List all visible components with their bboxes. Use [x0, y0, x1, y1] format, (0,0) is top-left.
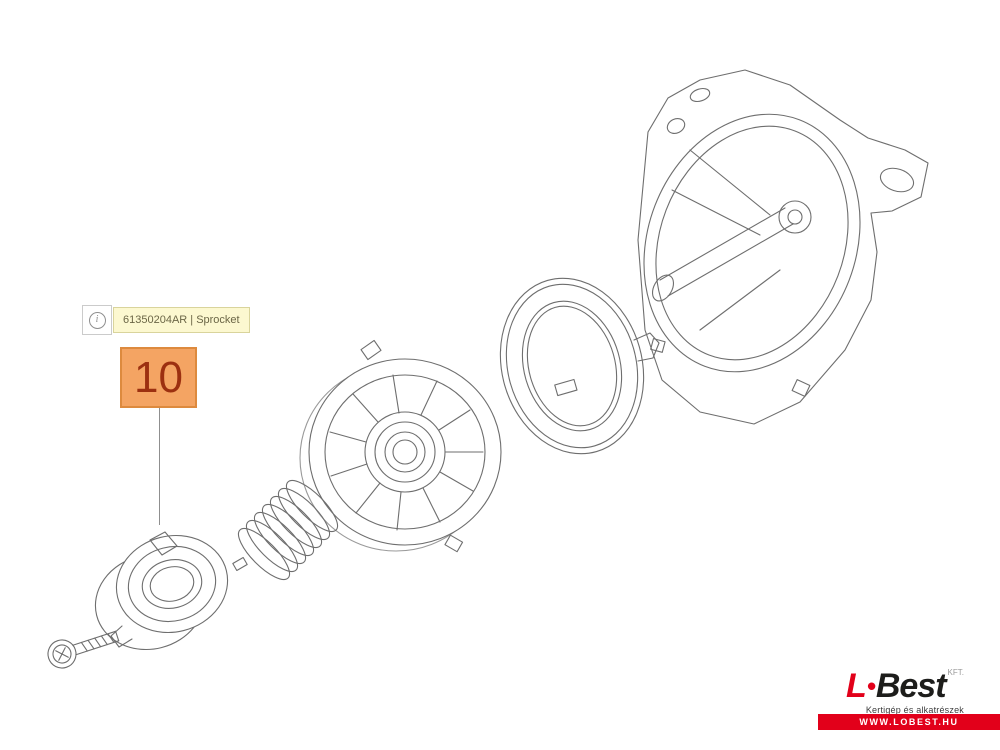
gearbox-housing-drawing[interactable] — [608, 69, 929, 425]
logo-suffix: KFT. — [947, 668, 964, 677]
rope-rotor-drawing[interactable] — [299, 339, 502, 553]
brand-tagline: Kertigép és alkatrészek — [865, 705, 964, 715]
part-tooltip-label: 61350204AR | Sprocket — [113, 307, 250, 333]
part-tooltip: i 61350204AR | Sprocket — [82, 305, 250, 335]
part-number-callout[interactable]: 10 — [120, 347, 197, 408]
logo-letter-l: L — [845, 667, 867, 705]
website-bar[interactable]: WWW.LOBEST.HU — [818, 714, 1000, 730]
logo-word-best: Best — [875, 667, 947, 705]
info-icon: i — [82, 305, 112, 335]
logo-dot-icon: • — [866, 671, 876, 701]
leader-line — [159, 408, 160, 525]
sprocket-drawing[interactable] — [85, 524, 238, 661]
spring-coil-drawing[interactable] — [231, 473, 344, 586]
screw-drawing[interactable] — [44, 623, 121, 672]
info-icon-glyph: i — [88, 311, 106, 329]
starter-spring-ring-drawing[interactable] — [480, 261, 664, 471]
